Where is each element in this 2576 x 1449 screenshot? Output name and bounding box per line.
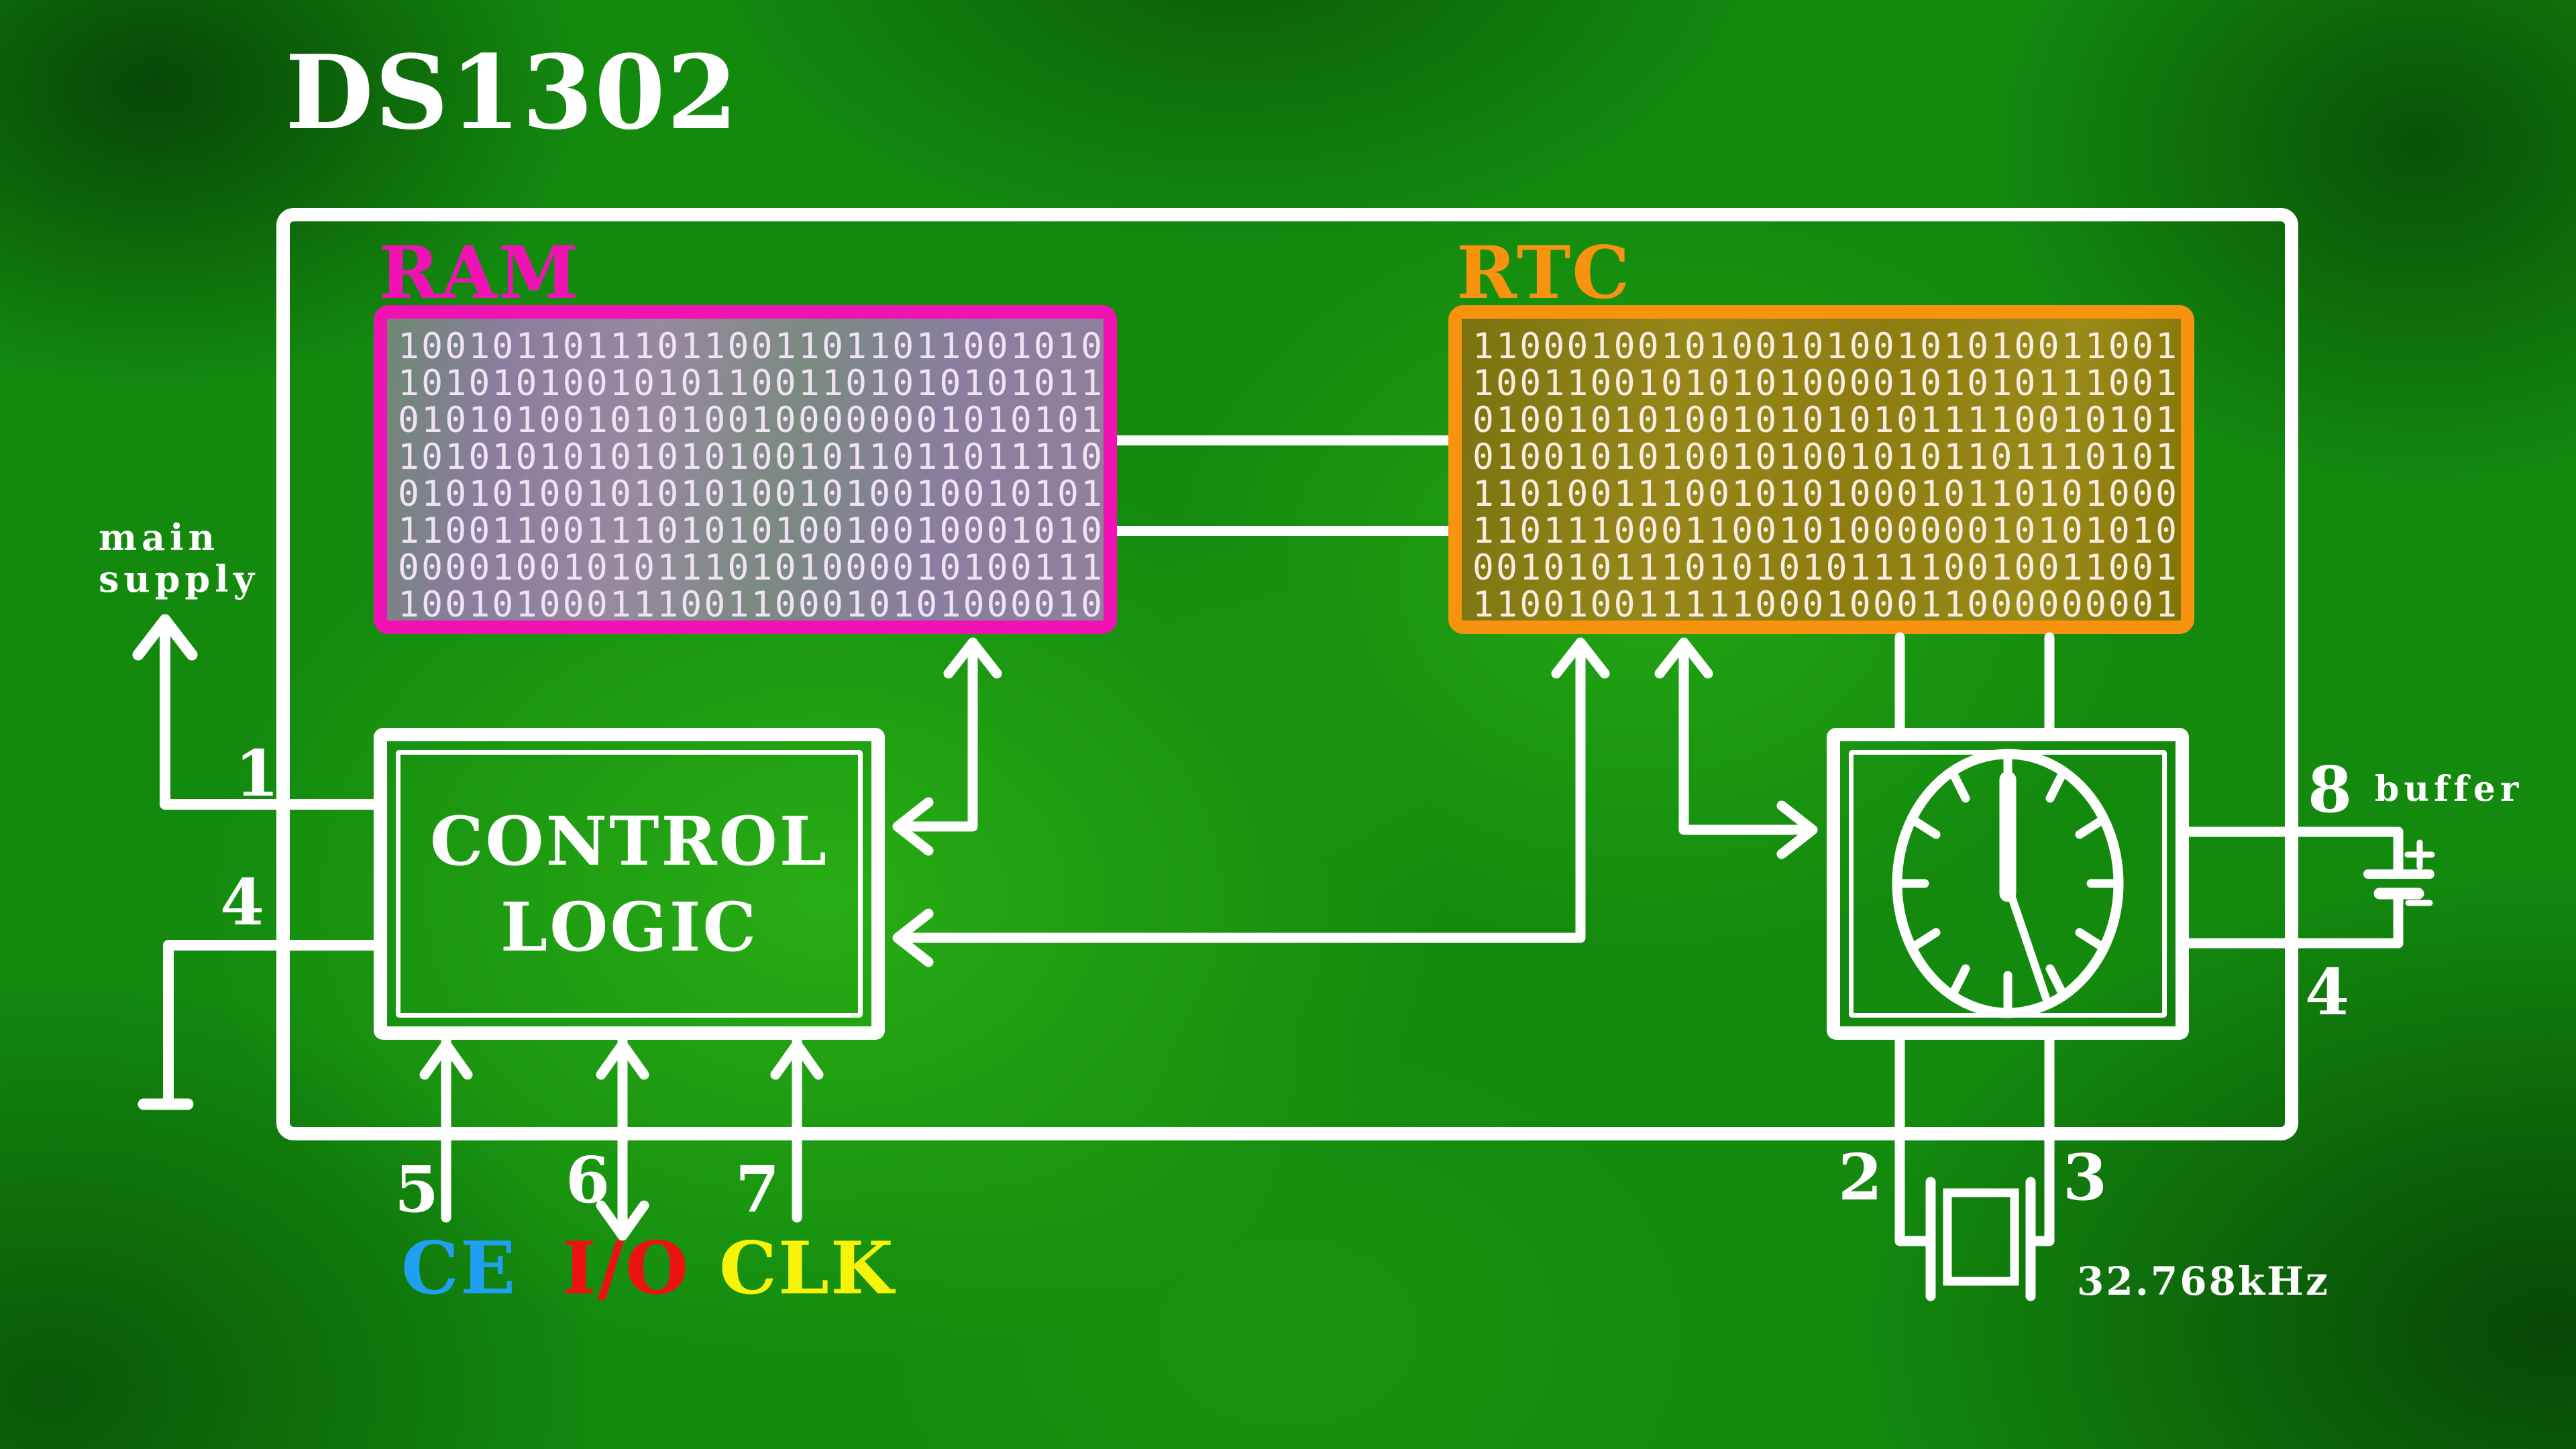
- ram-rtc-bus-line-2: [1117, 526, 1448, 536]
- binary-row: 101010101010101001011011011110: [398, 437, 1105, 478]
- pin3-number: 3: [2063, 1140, 2108, 1215]
- pin-label-io: I/O: [562, 1226, 690, 1311]
- binary-row: 110111000110010100000010101010: [1472, 511, 2180, 551]
- control-logic-line2: LOGIC: [500, 887, 759, 967]
- crystal-icon: [1925, 1177, 2036, 1301]
- binary-row: 010010101001010101011110010101: [1472, 400, 2180, 441]
- arrow-up-icon: [132, 614, 198, 661]
- binary-row: 100101101110110011011011001010: [398, 326, 1105, 367]
- binary-row: 000010010101110101000010100111: [398, 547, 1105, 588]
- main-supply-line1: main: [99, 516, 219, 559]
- binary-row: 110011001110101010010010001010: [398, 511, 1105, 551]
- page-title: DS1302: [285, 32, 739, 152]
- binary-row: 100101000111001100010101000010: [398, 584, 1105, 625]
- main-supply-line2: supply: [99, 557, 260, 600]
- binary-row: 010101001010100100000001010101: [398, 400, 1105, 441]
- binary-row: 010010101001010010101101110101: [1472, 437, 2180, 478]
- plus-icon: [2404, 839, 2435, 870]
- pin2-number: 2: [1838, 1140, 1883, 1215]
- binary-row: 110100111001010100010110101000: [1472, 474, 2180, 515]
- binary-row: 110001001010010100101010011001: [1472, 326, 2180, 367]
- ram-label: RAM: [379, 231, 580, 315]
- ram-rtc-bus-line-1: [1117, 435, 1448, 445]
- control-logic-box: CONTROL LOGIC: [374, 728, 885, 1040]
- pin4-right-number: 4: [2305, 955, 2350, 1030]
- main-supply-label: main supply: [99, 517, 259, 600]
- binary-row: 110010011111000100011000000001: [1472, 584, 2180, 625]
- control-logic-line1: CONTROL: [429, 801, 829, 881]
- buffer-label: buffer: [2375, 769, 2524, 810]
- pin6-number: 6: [566, 1143, 610, 1218]
- binary-row: 101010100101011001101010101011: [398, 363, 1105, 404]
- pin8-number: 8: [2308, 753, 2353, 827]
- oscillator-box: [1827, 728, 2189, 1040]
- pin1-number: 1: [235, 737, 280, 811]
- pin5-number: 5: [394, 1152, 439, 1227]
- pin-label-clk: CLK: [719, 1226, 895, 1311]
- control-logic-text: CONTROL LOGIC: [430, 798, 828, 970]
- pin-label-ce: CE: [401, 1226, 517, 1311]
- binary-row: 010101001010101001010010010101: [398, 474, 1105, 515]
- binary-row: 100110010101010000101010111001: [1472, 363, 2180, 404]
- pin7-number: 7: [735, 1152, 780, 1227]
- crystal-frequency-label: 32.768kHz: [2077, 1258, 2330, 1304]
- pin4-left-number: 4: [220, 865, 265, 940]
- binary-row: 001010111010101011110010011001: [1472, 547, 2180, 588]
- rtc-label: RTC: [1456, 231, 1631, 315]
- battery-icon: [2363, 839, 2435, 906]
